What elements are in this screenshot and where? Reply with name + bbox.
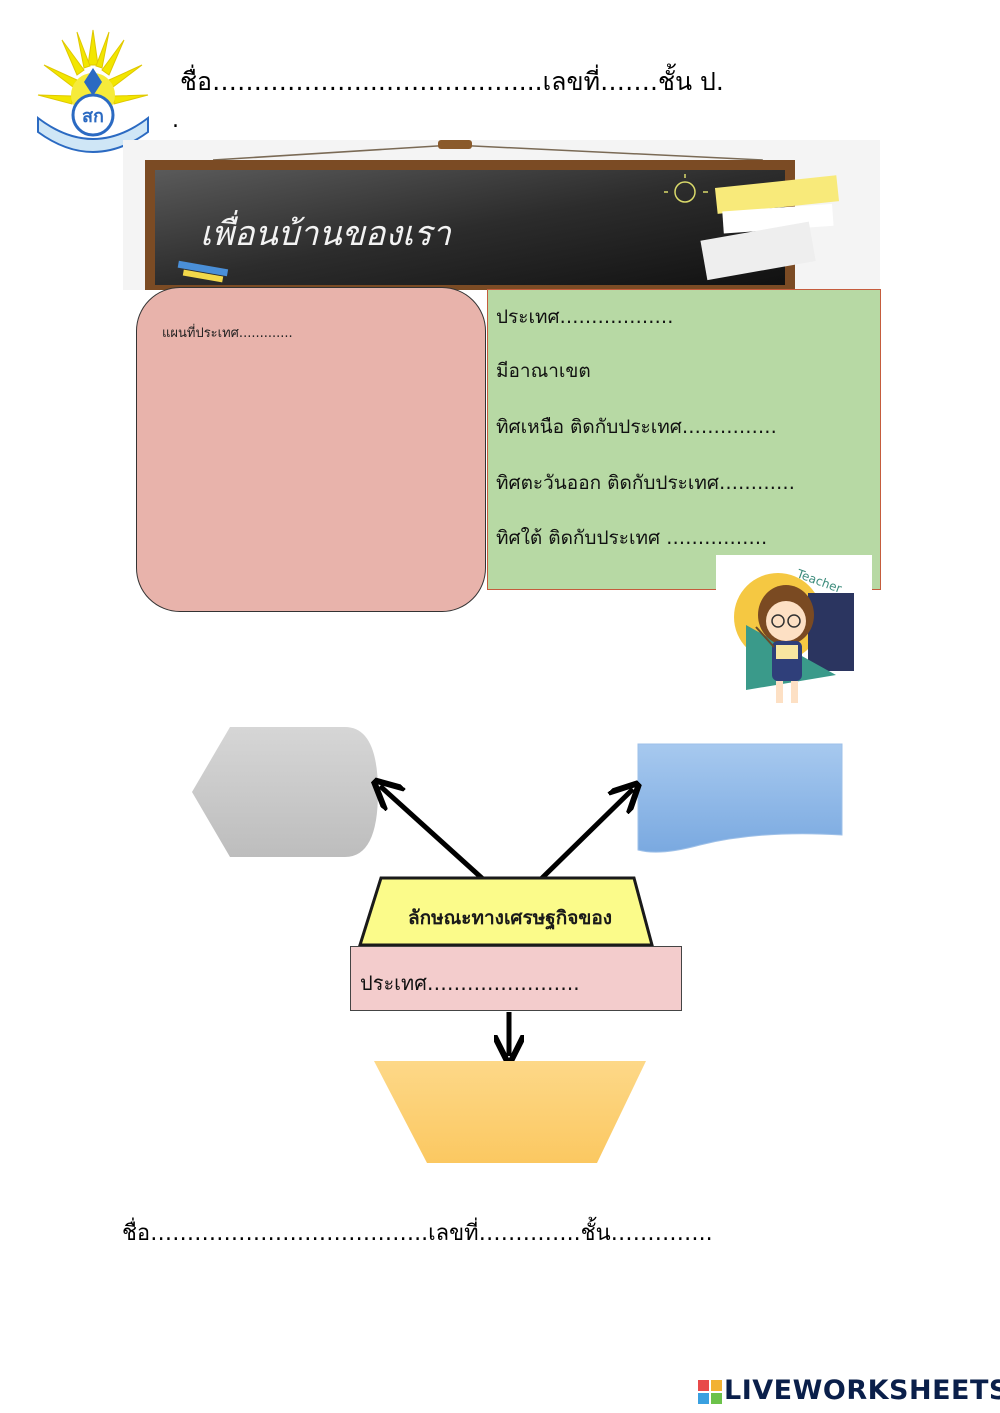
right-document-shape	[637, 743, 843, 853]
boundary-heading: มีอาณาเขต	[496, 360, 591, 382]
bottom-trapezoid-shape	[374, 1061, 646, 1163]
notebooks-icon	[700, 175, 840, 281]
left-display-shape	[192, 727, 378, 857]
header-name-line: ชื่อ………………...……………....เลขที่…….ชั้น ป.	[180, 67, 724, 96]
map-label: แผนที่ประเทศ.............	[162, 326, 293, 341]
east-border-line: ทิศตะวันออก ติดกับประเทศ…………	[496, 472, 795, 494]
crayon-icon	[177, 260, 229, 283]
south-border-line: ทิศใต้ ติดกับประเทศ …………….	[496, 527, 768, 549]
map-panel[interactable]	[136, 287, 486, 612]
liveworksheets-brand[interactable]: LIVEWORKSHEETS	[724, 1375, 1000, 1406]
footer-name-line: ชื่อ………………………………..เลขที่…………..ชั้น…………..	[122, 1221, 713, 1246]
center-title: ลักษณะทางเศรษฐกิจของ	[407, 907, 613, 929]
north-border-line: ทิศเหนือ ติดกับประเทศ……………	[496, 416, 777, 438]
arrow-to-right	[538, 789, 633, 882]
header-dot: .	[172, 108, 179, 133]
school-logo: สก	[37, 29, 149, 153]
board-title: เพื่อนบ้านของเรา	[200, 214, 451, 254]
sun-doodle-icon	[664, 174, 708, 203]
economy-diagram	[192, 727, 843, 1163]
country-line: ประเทศ………………	[496, 306, 674, 328]
liveworksheets-logo-icon	[698, 1380, 722, 1404]
svg-text:สก: สก	[82, 106, 104, 127]
teacher-illustration: Teacher	[716, 555, 872, 710]
info-panel	[487, 289, 881, 590]
country-field-label: ประเทศ…………………..	[360, 971, 580, 995]
arrow-to-left	[380, 786, 486, 882]
center-top-shape	[357, 876, 654, 947]
chalkboard-banner	[123, 140, 880, 290]
country-field-box[interactable]	[350, 946, 682, 1011]
